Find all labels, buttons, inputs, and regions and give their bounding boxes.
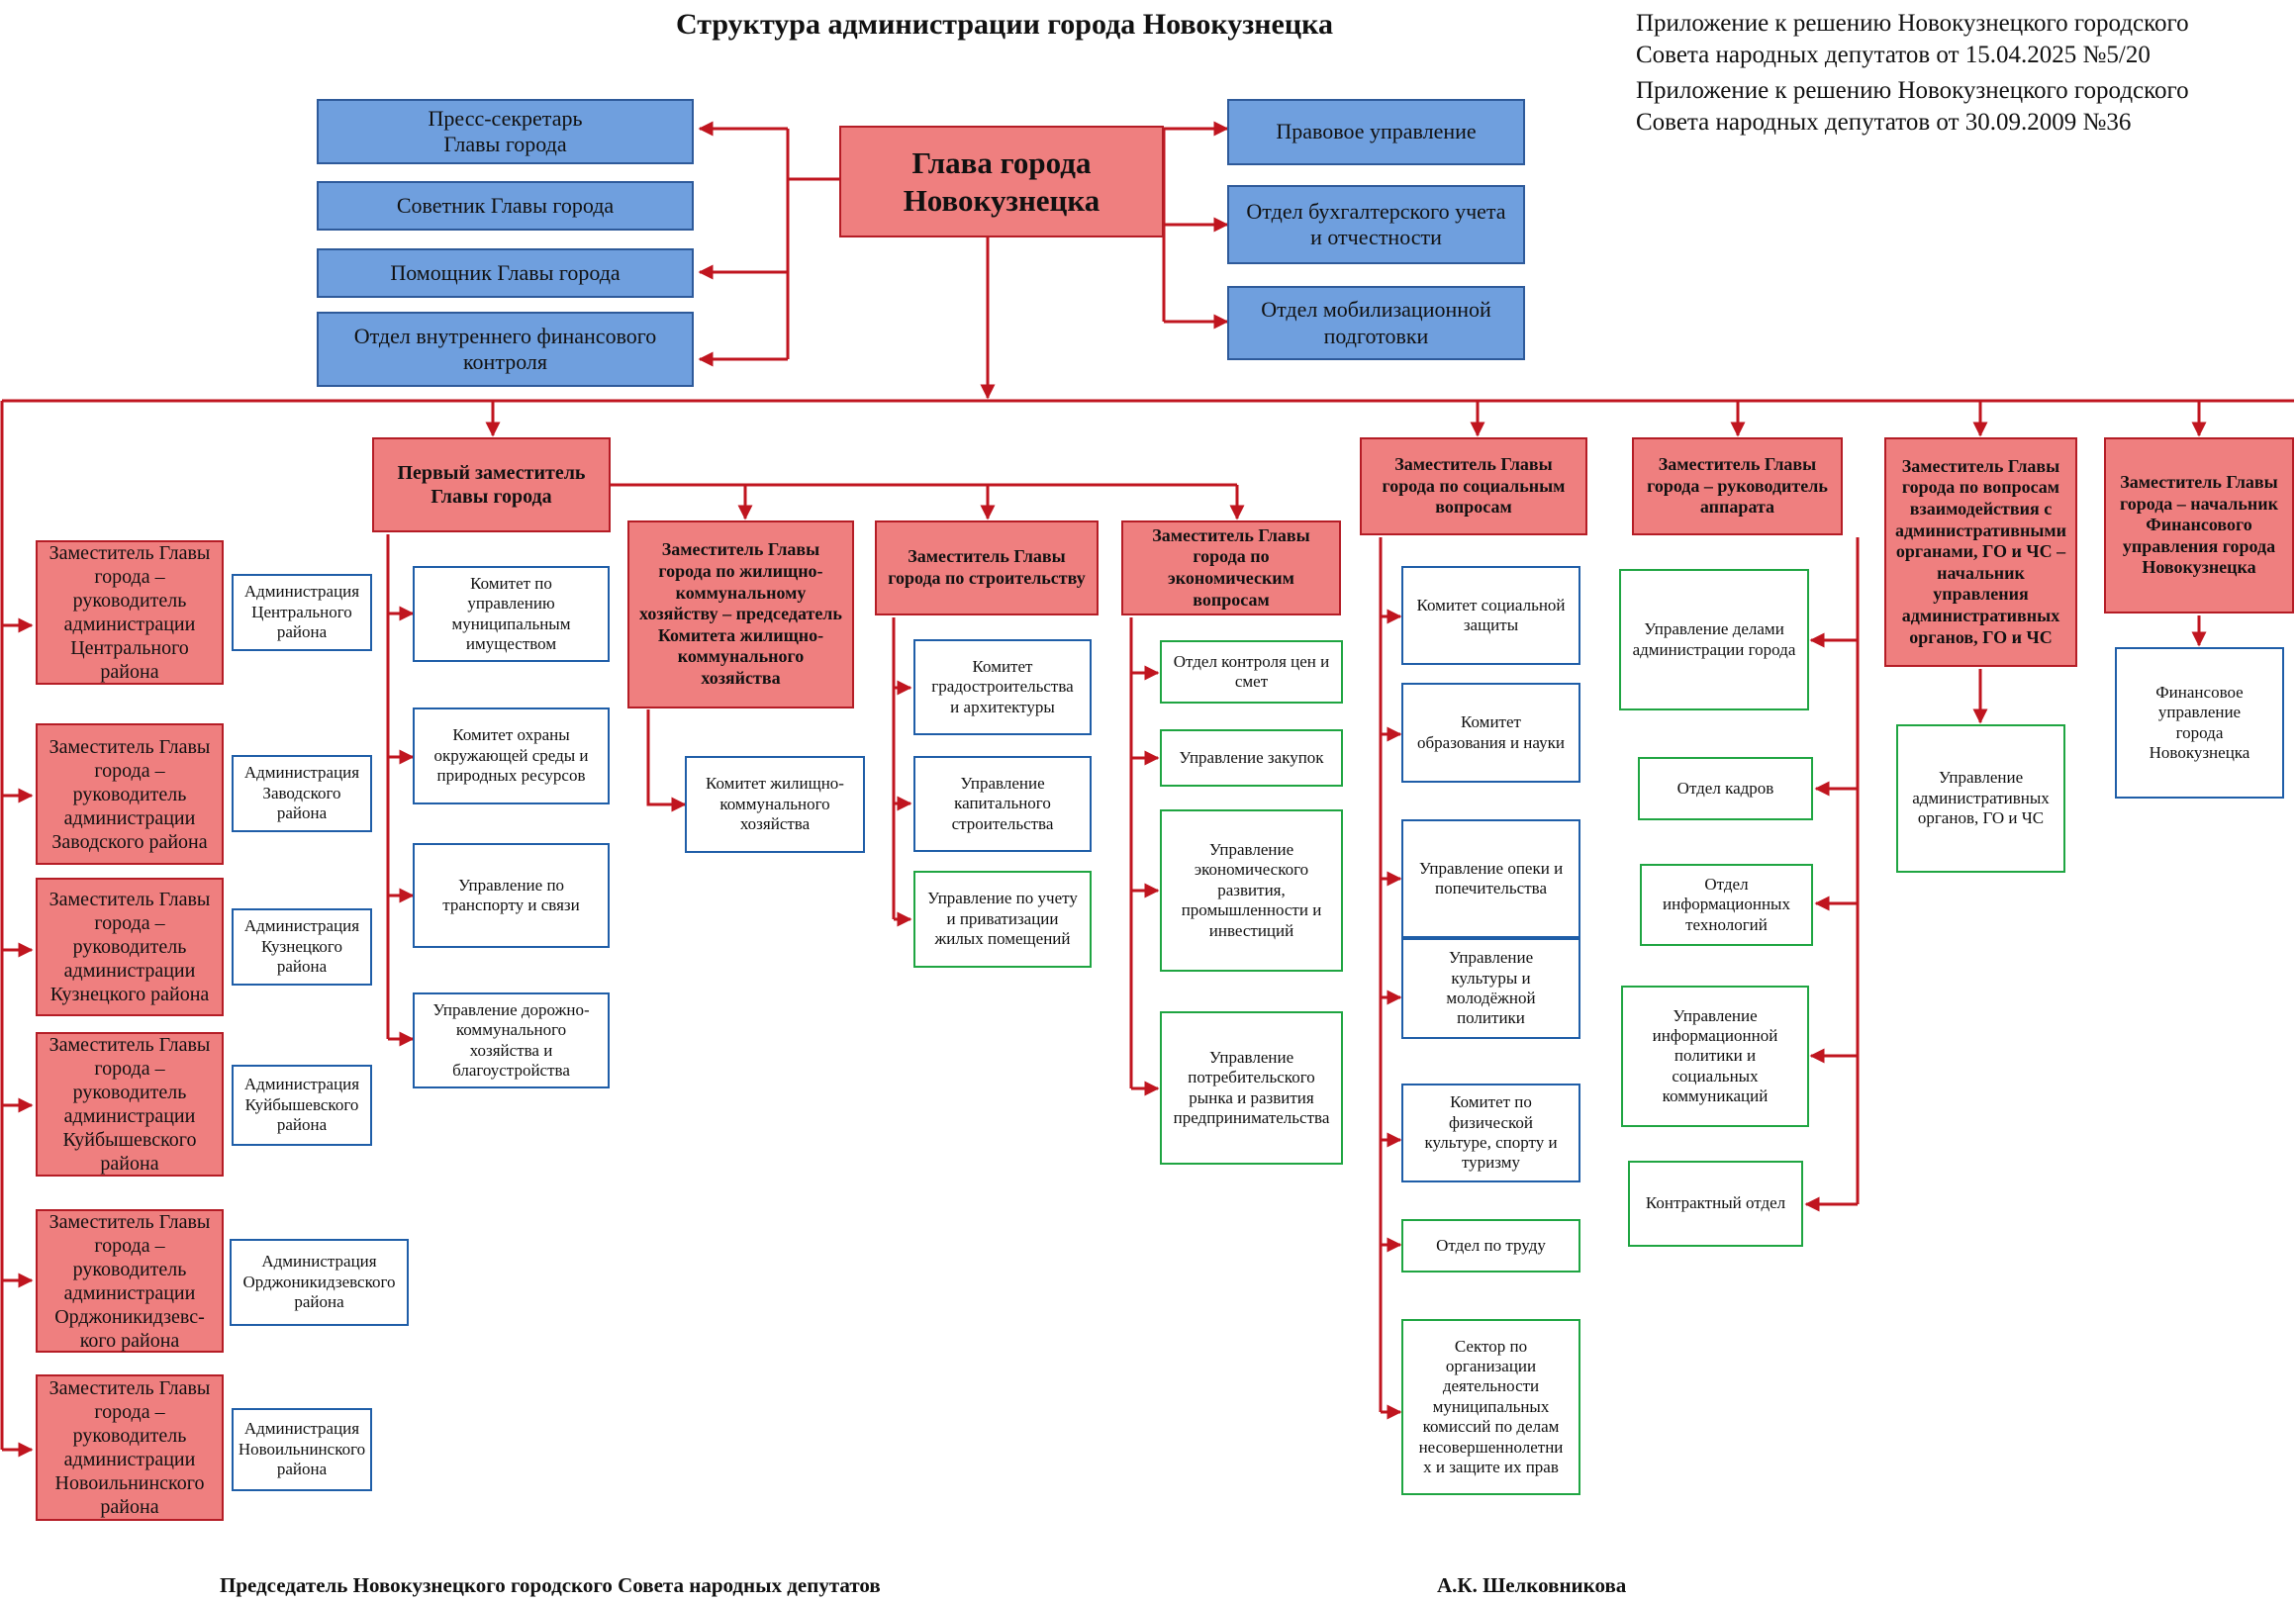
contract-department: Контрактный отдел [1628, 1161, 1803, 1247]
price-control-department: Отдел контроля цен и смет [1160, 640, 1343, 704]
footer-signatory: А.К. Шелковникова [1437, 1573, 1627, 1597]
deputy-novoilinsky-district: Заместитель Главы города – руководитель … [36, 1374, 224, 1521]
sports-committee: Комитет по физической культуре, спорту и… [1401, 1084, 1580, 1182]
housing-committee: Комитет жилищно- коммунального хозяйства [685, 756, 865, 853]
legal-department: Правовое управление [1227, 99, 1525, 165]
consumer-market-department: Управление потребительского рынка и разв… [1160, 1011, 1343, 1165]
property-committee: Комитет по управлению муниципальным имущ… [413, 566, 610, 662]
it-department: Отдел информационных технологий [1640, 864, 1813, 946]
culture-youth-department: Управление культуры и молодёжной политик… [1401, 938, 1580, 1039]
admin-central-district: Администрация Центрального района [232, 574, 372, 651]
admin-ordzhonikidzevsky-district: Администрация Орджоникидзевского района [230, 1239, 409, 1326]
social-deputy: Заместитель Главы города по социальным в… [1360, 437, 1587, 535]
juvenile-commission-sector: Сектор по организации деятельности муниц… [1401, 1319, 1580, 1495]
environment-committee: Комитет охраны окружающей среды и природ… [413, 708, 610, 804]
civil-defense-deputy: Заместитель Главы города по вопросам вза… [1884, 437, 2077, 667]
annex-line-3: Приложение к решению Новокузнецкого горо… [1636, 77, 2189, 104]
deputy-zavodskoy-district: Заместитель Главы города – руководитель … [36, 723, 224, 865]
annex-line-1: Приложение к решению Новокузнецкого горо… [1636, 10, 2189, 37]
procurement-department: Управление закупок [1160, 729, 1343, 787]
transport-department: Управление по транспорту и связи [413, 843, 610, 948]
deputy-ordzhonikidzevsky-district: Заместитель Главы города – руководитель … [36, 1209, 224, 1353]
housing-privatization-department: Управление по учету и приватизации жилых… [913, 871, 1092, 968]
internal-control-department: Отдел внутреннего финансового контроля [317, 312, 694, 387]
labor-department: Отдел по труду [1401, 1219, 1580, 1273]
economic-development-department: Управление экономического развития, пром… [1160, 809, 1343, 972]
deputy-kuznetsky-district: Заместитель Главы города – руководитель … [36, 878, 224, 1016]
apparatus-deputy: Заместитель Главы города – руководитель … [1632, 437, 1843, 535]
admin-kuznetsky-district: Администрация Кузнецкого района [232, 908, 372, 986]
housing-deputy: Заместитель Главы города по жилищно- ком… [627, 520, 854, 708]
hr-department: Отдел кадров [1638, 757, 1813, 820]
urban-planning-committee: Комитет градостроительства и архитектуры [913, 639, 1092, 735]
guardianship-department: Управление опеки и попечительства [1401, 819, 1580, 938]
social-protection-committee: Комитет социальной защиты [1401, 566, 1580, 665]
deputy-central-district: Заместитель Главы города – руководитель … [36, 540, 224, 685]
construction-deputy: Заместитель Главы города по строительств… [875, 520, 1099, 615]
press-secretary: Пресс-секретарь Главы города [317, 99, 694, 164]
assistant: Помощник Главы города [317, 248, 694, 298]
admin-kuibyshevsky-district: Администрация Куйбышевского района [232, 1065, 372, 1146]
administration-affairs-department: Управление делами администрации города [1619, 569, 1809, 710]
civil-defense-department: Управление административных органов, ГО … [1896, 724, 2065, 873]
mobilization-department: Отдел мобилизационной подготовки [1227, 286, 1525, 360]
economy-deputy: Заместитель Главы города по экономически… [1121, 520, 1341, 615]
accounting-department: Отдел бухгалтерского учета и отчестности [1227, 185, 1525, 264]
annex-line-2: Совета народных депутатов от 15.04.2025 … [1636, 42, 2151, 68]
roads-department: Управление дорожно- коммунального хозяйс… [413, 992, 610, 1088]
annex-line-4: Совета народных депутатов от 30.09.2009 … [1636, 109, 2132, 136]
page-title: Структура администрации города Новокузне… [676, 8, 1333, 41]
admin-novoilinsky-district: Администрация Новоильнинского района [232, 1408, 372, 1491]
education-committee: Комитет образования и науки [1401, 683, 1580, 783]
first-deputy: Первый заместитель Главы города [372, 437, 611, 532]
deputy-kuibyshevsky-district: Заместитель Главы города – руководитель … [36, 1032, 224, 1177]
finance-department: Финансовое управление города Новокузнецк… [2115, 647, 2284, 799]
footer-chairman-label: Председатель Новокузнецкого городского С… [220, 1573, 881, 1597]
capital-construction-department: Управление капитального строительства [913, 756, 1092, 852]
advisor: Советник Главы города [317, 181, 694, 231]
head-of-city: Глава города Новокузнецка [839, 126, 1164, 237]
information-policy-department: Управление информационной политики и соц… [1621, 986, 1809, 1127]
finance-deputy: Заместитель Главы города – начальник Фин… [2104, 437, 2294, 613]
admin-zavodskoy-district: Администрация Заводского района [232, 755, 372, 832]
